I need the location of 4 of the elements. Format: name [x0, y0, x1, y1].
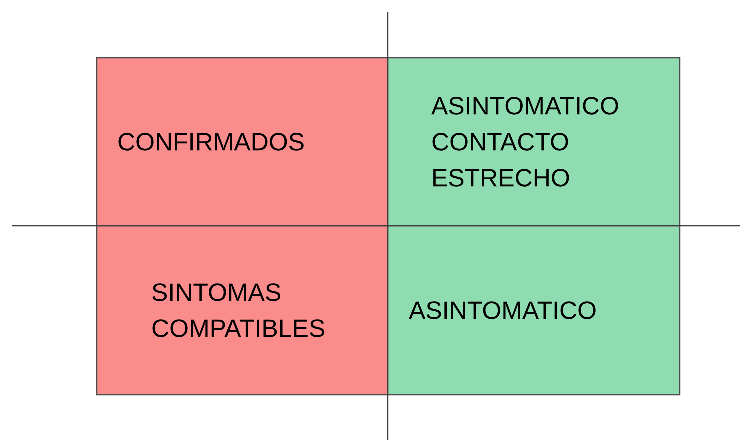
quadrant-box: SINTOMAS COMPATIBLES — [96, 225, 389, 396]
quadrant-box: ASINTOMATICO CONTACTO ESTRECHO — [387, 57, 681, 227]
quadrant-box: CONFIRMADOS — [96, 57, 389, 227]
quadrant-box: ASINTOMATICO — [387, 225, 681, 396]
